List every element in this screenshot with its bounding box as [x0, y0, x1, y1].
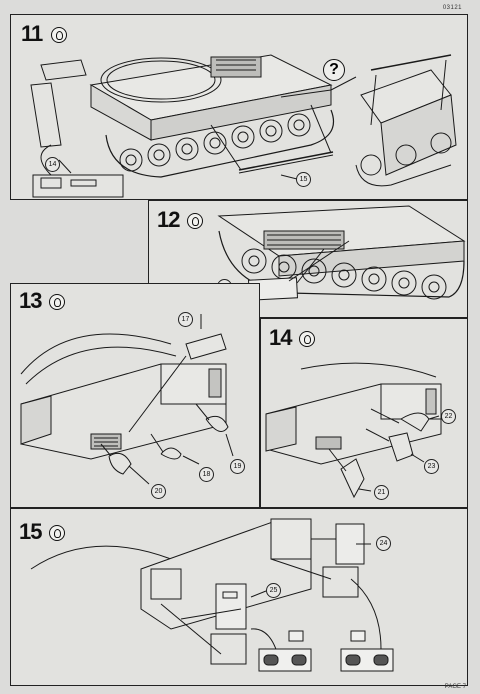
step-number: 14 — [269, 325, 293, 350]
step-15-drawing — [30, 518, 394, 672]
part-label-24: 24 — [376, 536, 391, 551]
glue-icon — [49, 525, 65, 541]
step-number: 12 — [157, 207, 181, 232]
part-label-22: 22 — [441, 409, 456, 424]
step-number: 15 — [19, 519, 43, 544]
part-label-17: 17 — [178, 312, 193, 327]
step-11-drawing — [30, 54, 457, 198]
step-12-drawing — [217, 205, 466, 301]
glue-icon — [49, 294, 65, 310]
step-11-panel: 11 — [10, 14, 468, 200]
part-label-23: 23 — [424, 459, 439, 474]
step-13-panel: 13 17 18 19 20 — [10, 283, 260, 508]
page-number: PAGE 7 — [444, 684, 466, 690]
step-number: 13 — [19, 288, 43, 313]
step-number: 11 — [21, 21, 43, 46]
step-13-drawing — [20, 314, 234, 485]
part-label-21: 21 — [374, 485, 389, 500]
step-15-panel: 15 — [10, 508, 468, 686]
sheet-code: 03121 — [442, 5, 462, 11]
step-14-drawing — [265, 362, 442, 499]
glue-icon — [299, 331, 315, 347]
step-14-panel: 14 21 22 23 — [260, 318, 468, 508]
part-label-25: 25 — [266, 583, 281, 598]
part-label-20: 20 — [151, 484, 166, 499]
part-label-15: 15 — [296, 172, 311, 187]
question-mark-icon: ? — [323, 59, 345, 81]
glue-icon — [51, 27, 67, 43]
glue-icon — [187, 213, 203, 229]
part-label-19: 19 — [230, 459, 245, 474]
part-label-18: 18 — [199, 467, 214, 482]
part-label-14: 14 — [45, 157, 60, 172]
